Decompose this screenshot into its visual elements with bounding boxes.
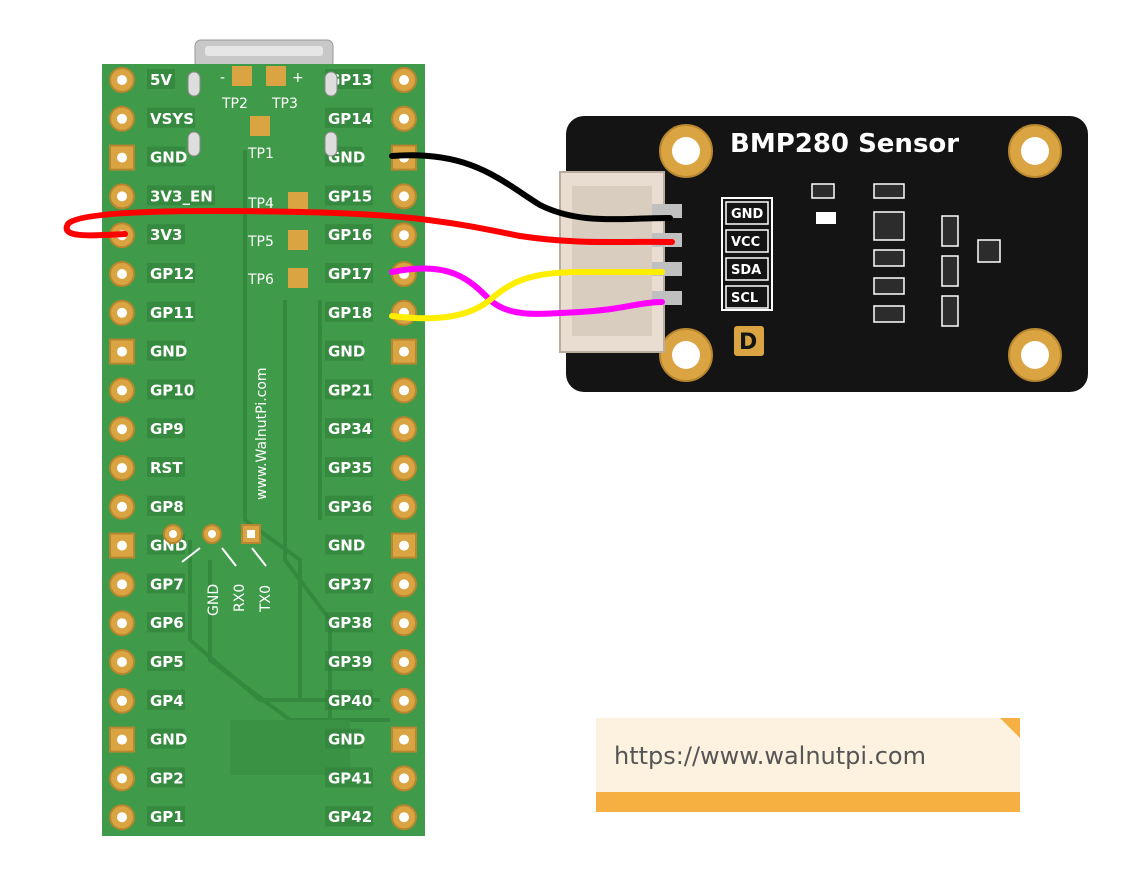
left-pin-label: 3V3_EN bbox=[150, 187, 213, 205]
left-pin-label: GP5 bbox=[150, 653, 184, 671]
walnutpi-board: 5VVSYSGND3V3_EN3V3GP12GP11GNDGP10GP9RSTG… bbox=[102, 64, 425, 836]
svg-text:D: D bbox=[739, 330, 757, 355]
left-pin-label: GP4 bbox=[150, 692, 184, 710]
left-pin-label: GP2 bbox=[150, 769, 184, 787]
left-pin-label: GND bbox=[150, 149, 187, 167]
debug-tx-label: TX0 bbox=[258, 585, 274, 613]
wires bbox=[63, 152, 675, 322]
debug-rx-label: RX0 bbox=[232, 584, 248, 612]
right-pin-label: GND bbox=[328, 731, 365, 749]
right-pin-label: GP15 bbox=[328, 187, 372, 205]
left-pin-label: GP9 bbox=[150, 420, 184, 438]
right-pin-label: GP39 bbox=[328, 653, 372, 671]
tp2-pad bbox=[232, 66, 252, 86]
left-pin-label: GP8 bbox=[150, 498, 184, 516]
right-pin-label: GP42 bbox=[328, 808, 372, 826]
tp1-label: TP1 bbox=[247, 146, 274, 162]
url-note: https://www.walnutpi.com bbox=[596, 718, 1020, 812]
tp4-pad bbox=[288, 192, 308, 212]
sensor-pin-sda: SDA bbox=[731, 263, 761, 278]
wire-gnd bbox=[389, 152, 673, 223]
bmp280-chip bbox=[977, 239, 1001, 263]
tp3-pad bbox=[266, 66, 286, 86]
tp-minus-label: - bbox=[220, 70, 225, 86]
sensor-pin-gnd: GND bbox=[731, 207, 764, 222]
tp4-label: TP4 bbox=[247, 196, 274, 212]
tp2-label: TP2 bbox=[221, 96, 248, 112]
right-pin-label: GP13 bbox=[328, 71, 372, 89]
left-pin-label: GP1 bbox=[150, 808, 184, 826]
right-pin-label: GP40 bbox=[328, 692, 372, 710]
left-pin-label: 5V bbox=[150, 71, 172, 89]
left-pin-label: GP6 bbox=[150, 614, 184, 632]
right-pin-label: GP18 bbox=[328, 304, 372, 322]
bmp280-module: BMP280 Sensor GND VCC SDA bbox=[559, 116, 1088, 392]
note-bottom-bar bbox=[596, 792, 1020, 812]
right-pin-label: GND bbox=[328, 149, 365, 167]
left-pin-label: GP10 bbox=[150, 381, 194, 399]
tp5-label: TP5 bbox=[247, 234, 274, 250]
right-pin-label: GP35 bbox=[328, 459, 372, 477]
left-pin-label: VSYS bbox=[150, 110, 194, 128]
tp1-pad bbox=[250, 116, 270, 136]
right-pin-label: GP34 bbox=[328, 420, 372, 438]
smd-component bbox=[811, 183, 835, 199]
left-pin-label: GP7 bbox=[150, 575, 184, 593]
left-pin-label: GND bbox=[150, 731, 187, 749]
right-pin-label: GND bbox=[328, 537, 365, 555]
right-pin-label: GP41 bbox=[328, 769, 372, 787]
sensor-pin-vcc: VCC bbox=[731, 235, 760, 250]
right-pin-label: GP21 bbox=[328, 381, 372, 399]
tp6-label: TP6 bbox=[247, 272, 274, 288]
wire-gp17-scl bbox=[389, 265, 665, 317]
sensor-title: BMP280 Sensor bbox=[730, 129, 959, 159]
left-pin-label: GP12 bbox=[150, 265, 194, 283]
sensor-pin-scl: SCL bbox=[731, 291, 758, 306]
wire-gp18-sda bbox=[389, 268, 665, 322]
tp-plus-label: + bbox=[292, 70, 304, 86]
tp5-pad bbox=[288, 230, 308, 250]
left-pin-label: 3V3 bbox=[150, 226, 182, 244]
right-pin-label: GP38 bbox=[328, 614, 372, 632]
tp3-label: TP3 bbox=[271, 96, 298, 112]
wire-vcc bbox=[63, 208, 675, 246]
dfrobot-logo-icon bbox=[734, 326, 764, 356]
right-pin-label: GP17 bbox=[328, 265, 372, 283]
note-body bbox=[596, 718, 1020, 792]
left-pin-label: GND bbox=[150, 343, 187, 361]
website-silkscreen: www.WalnutPi.com bbox=[254, 367, 270, 500]
left-pin-label: GP11 bbox=[150, 304, 194, 322]
right-pin-label: GP14 bbox=[328, 110, 372, 128]
right-pin-label: GP37 bbox=[328, 575, 372, 593]
debug-gnd-label: GND bbox=[206, 584, 222, 616]
url-text: https://www.walnutpi.com bbox=[614, 742, 926, 770]
right-pin-label: GP36 bbox=[328, 498, 372, 516]
tp6-pad bbox=[288, 268, 308, 288]
left-pin-label: RST bbox=[150, 459, 183, 477]
right-pin-label: GND bbox=[328, 343, 365, 361]
right-pin-label: GP16 bbox=[328, 226, 372, 244]
